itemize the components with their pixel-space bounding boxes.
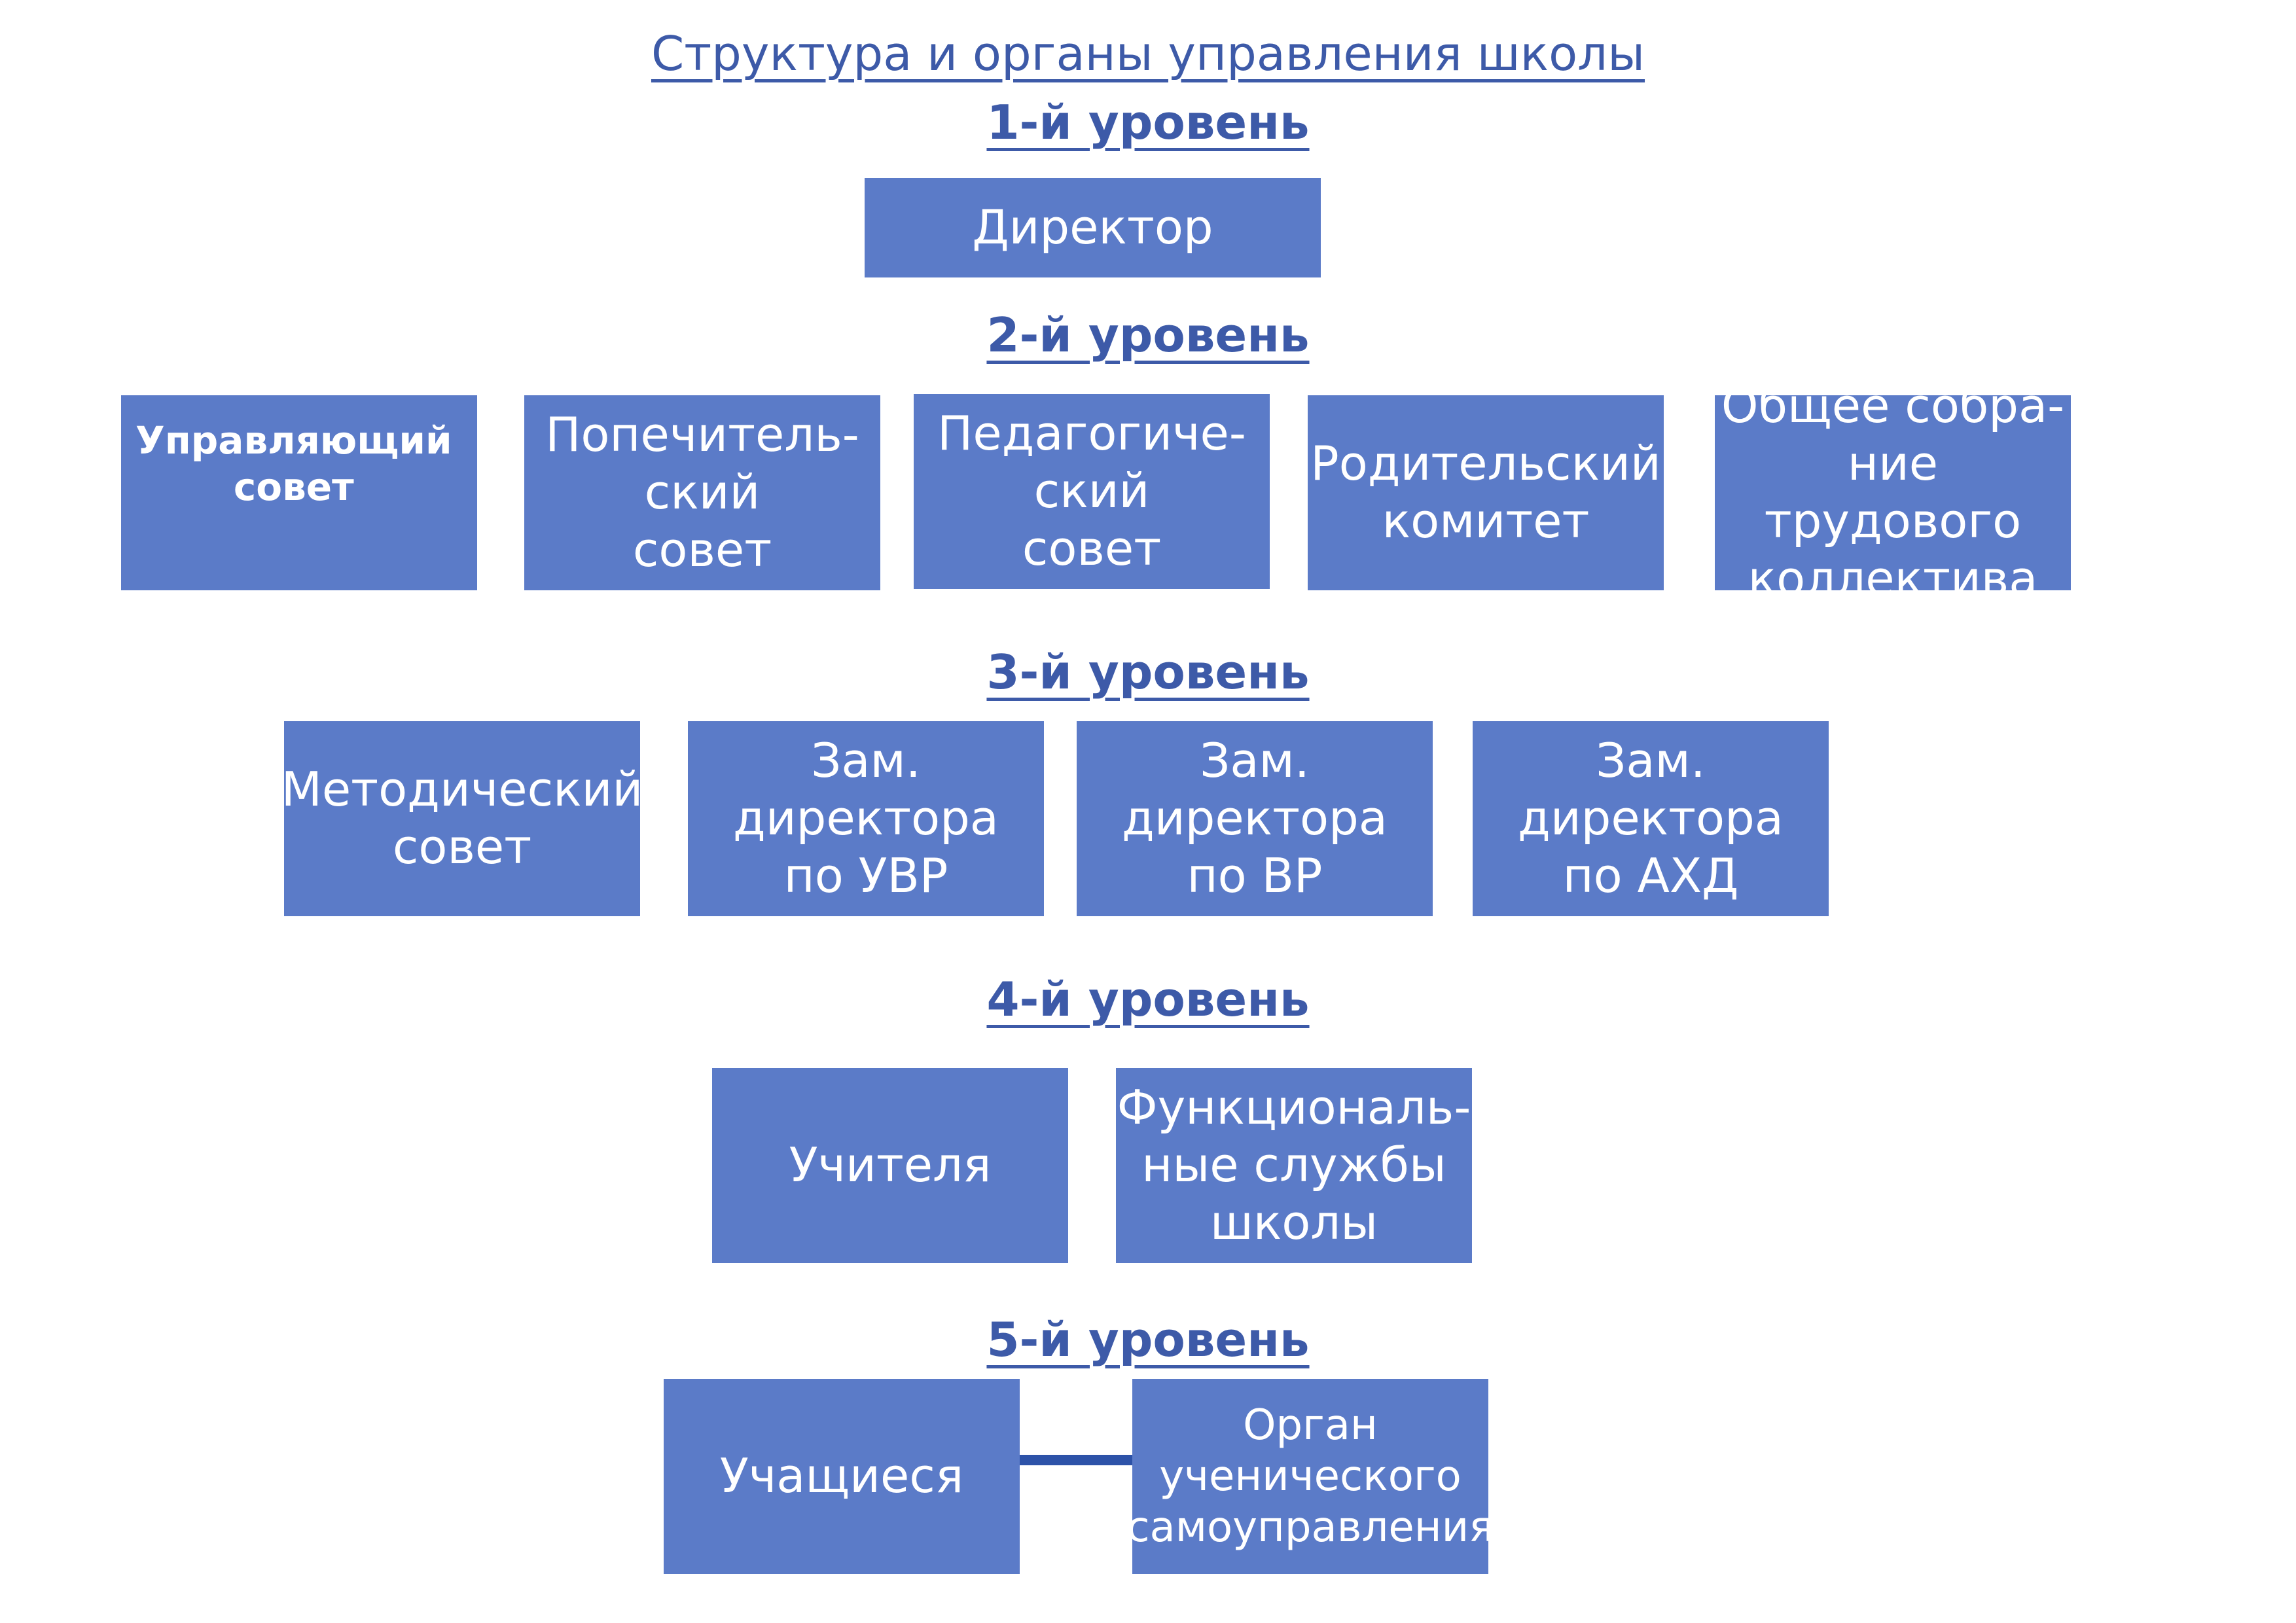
node-label-line: ский: [1033, 463, 1150, 519]
node-director: Директор: [865, 178, 1321, 277]
node-label-line: Педагогиче-: [937, 406, 1246, 461]
node-label-line: Зам.: [1200, 733, 1310, 789]
node-label-line: Зам.: [1596, 733, 1706, 789]
node-label-line: Зам.: [811, 733, 921, 789]
node-label-line: Общее собра-: [1721, 378, 2065, 434]
node-label-line: совет: [632, 522, 772, 577]
node-label-line: Директор: [972, 200, 1213, 255]
node-label-line: ский: [644, 465, 761, 520]
node-label-line: Учащиеся: [719, 1448, 964, 1504]
level-3-heading: 3-й уровень: [986, 645, 1310, 700]
node-label: Учителя: [789, 1137, 992, 1194]
level-2-heading: 2-й уровень: [986, 308, 1310, 363]
node-label-line: Родительский: [1310, 436, 1661, 491]
students-connector: [1020, 1455, 1132, 1465]
node-label-line: самоуправления: [1126, 1503, 1494, 1552]
node-label-line: коллектива: [1748, 550, 2038, 606]
node-label-line: Орган: [1243, 1400, 1378, 1450]
node-label: Директор: [972, 199, 1213, 257]
node-label-line: совет: [233, 464, 354, 509]
node-label-line: Управляющий: [135, 418, 452, 463]
node-label-line: Попечитель-: [545, 407, 859, 463]
node-label-line: ные службы: [1141, 1137, 1446, 1193]
node-label-line: школы: [1210, 1194, 1378, 1250]
node-label-line: директора: [1122, 791, 1388, 846]
node-students: Учащиеся: [664, 1379, 1020, 1574]
node-label-line: совет: [1022, 520, 1162, 576]
node-label-line: Методический: [281, 762, 643, 817]
node-label-line: Функциональ-: [1117, 1080, 1471, 1135]
node-label-line: по АХД: [1562, 847, 1739, 903]
node-label: Учащиеся: [720, 1448, 963, 1505]
level-4-heading: 4-й уровень: [986, 972, 1310, 1027]
node-label-line: директора: [1518, 791, 1784, 846]
node-teachers: Учителя: [712, 1068, 1068, 1263]
node-label-line: по ВР: [1187, 847, 1323, 903]
node-label-line: Учителя: [789, 1137, 992, 1193]
level-5-heading: 5-й уровень: [986, 1312, 1310, 1367]
node-label-line: совет: [392, 819, 532, 874]
node-label-line: ние трудового: [1764, 436, 2022, 548]
node-label-line: директора: [733, 791, 999, 846]
node-label-line: комитет: [1382, 493, 1590, 548]
node-label-line: по УВР: [783, 847, 948, 903]
diagram-title: Структура и органы управления школы: [651, 26, 1645, 81]
node-label-line: ученического: [1159, 1452, 1462, 1501]
level-1-heading: 1-й уровень: [986, 95, 1310, 150]
